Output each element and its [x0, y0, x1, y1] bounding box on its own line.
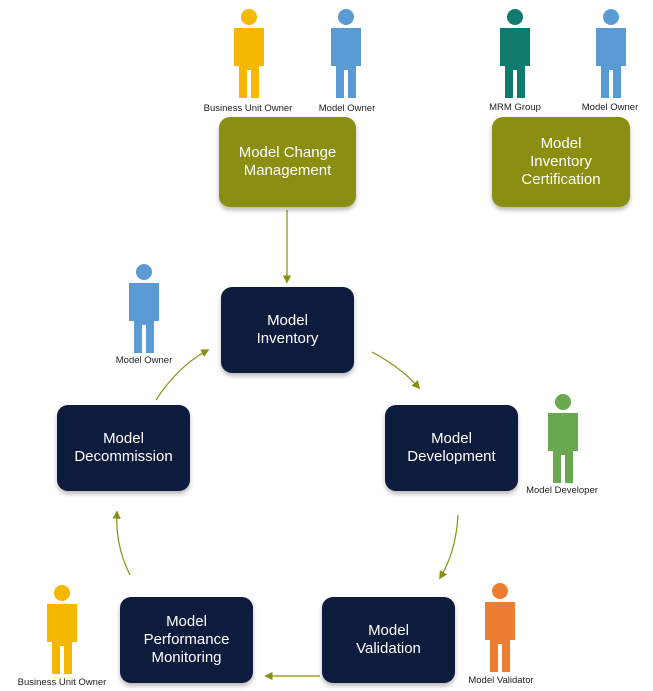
person-icon: [500, 9, 530, 98]
model-decommission-box: Model Decommission: [57, 405, 190, 491]
person-icon: [331, 9, 361, 98]
role-label-mrm-group: MRM Group: [489, 102, 541, 113]
role-label-model-developer: Model Developer: [526, 485, 598, 496]
model-change-management-box: Model Change Management: [219, 117, 356, 207]
arrow-decommission-to-inventory: [155, 349, 210, 401]
model-validation-box: Model Validation: [322, 597, 455, 683]
role-label-model-validator: Model Validator: [468, 675, 534, 686]
person-icon: [485, 583, 515, 672]
person-icon: [234, 9, 264, 98]
person-icon: [129, 264, 159, 353]
model-performance-monitoring-box: Model Performance Monitoring: [120, 597, 253, 683]
arrow-inventory-to-development: [371, 351, 421, 390]
arrow-development-to-validation: [439, 514, 459, 580]
model-inventory-box: Model Inventory: [221, 287, 354, 373]
role-label-business-unit-owner: Business Unit Owner: [203, 103, 293, 114]
model-inventory-certification-box: Model Inventory Certification: [492, 117, 630, 207]
role-label-model-owner-cert: Model Owner: [581, 102, 639, 113]
person-icon: [596, 9, 626, 98]
role-label-business-unit-owner-bottom: Business Unit Owner: [17, 677, 107, 688]
role-label-model-owner-left: Model Owner: [115, 355, 173, 366]
person-icon: [548, 394, 578, 483]
role-label-model-owner: Model Owner: [318, 103, 376, 114]
arrow-performance-to-decommission: [112, 510, 131, 576]
model-development-box: Model Development: [385, 405, 518, 491]
person-icon: [47, 585, 77, 674]
